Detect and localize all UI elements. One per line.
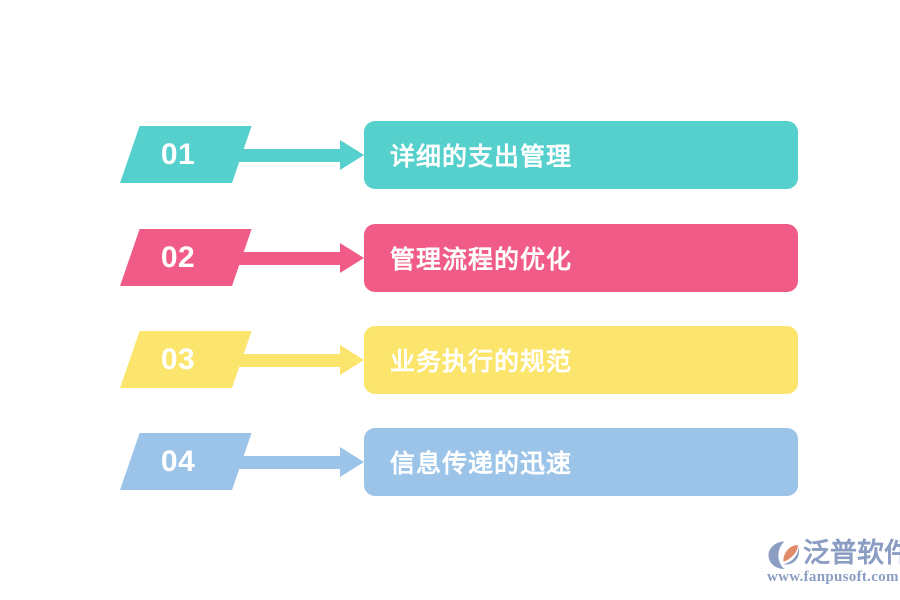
right-arrow-icon: [234, 243, 364, 273]
fanpu-leaf-logo-icon: [768, 541, 800, 569]
step-label-bar: 详细的支出管理: [364, 121, 798, 189]
arrow-head: [340, 140, 364, 170]
step-label-text: 信息传递的迅速: [390, 450, 573, 478]
step-label-text: 管理流程的优化: [390, 246, 573, 274]
step-number-label: 02: [160, 240, 196, 274]
step-label-bar: 管理流程的优化: [364, 224, 798, 292]
step-label-bar: 业务执行的规范: [364, 326, 798, 394]
step-number-label: 03: [160, 342, 196, 376]
arrow-head: [340, 243, 364, 273]
arrow-head: [340, 447, 364, 477]
arrow-shaft: [234, 149, 344, 162]
step-label-text: 详细的支出管理: [390, 143, 573, 171]
flow-row: 04 信息传递的迅速: [0, 428, 900, 496]
step-number-label: 04: [160, 444, 196, 478]
right-arrow-icon: [234, 140, 364, 170]
flow-row: 01 详细的支出管理: [0, 121, 900, 189]
right-arrow-icon: [234, 447, 364, 477]
arrow-shaft: [234, 252, 344, 265]
watermark-url: www.fanpusoft.com: [767, 569, 899, 585]
arrow-shaft: [234, 354, 344, 367]
arrow-shaft: [234, 456, 344, 469]
watermark-logo: 泛普软件 www.fanpusoft.com: [765, 536, 900, 588]
watermark-brand: 泛普软件: [803, 538, 900, 568]
step-number-label: 01: [160, 137, 196, 171]
step-label-text: 业务执行的规范: [390, 348, 573, 376]
flow-row: 02 管理流程的优化: [0, 224, 900, 292]
flow-row: 03 业务执行的规范: [0, 326, 900, 394]
arrow-head: [340, 345, 364, 375]
step-label-bar: 信息传递的迅速: [364, 428, 798, 496]
right-arrow-icon: [234, 345, 364, 375]
